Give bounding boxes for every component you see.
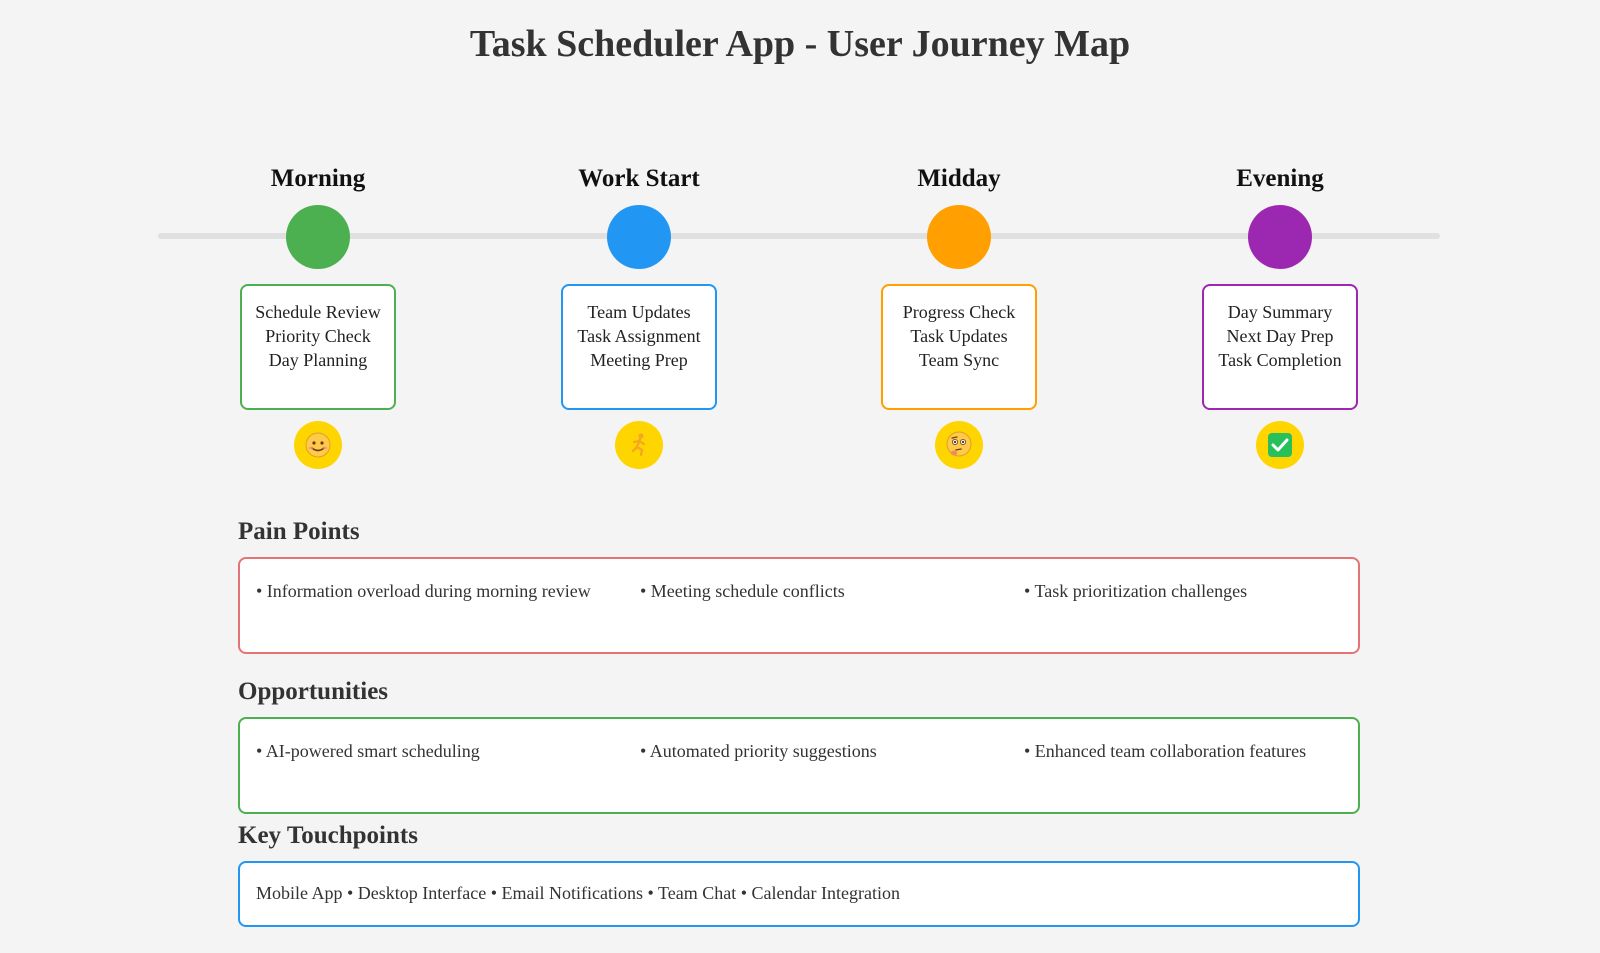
pain-points-heading: Pain Points: [238, 518, 360, 545]
thinking-face-icon: [935, 421, 983, 469]
stage-label: Work Start: [578, 165, 700, 192]
opportunity-item: • AI-powered smart scheduling: [256, 741, 480, 761]
activity-item: Priority Check: [265, 326, 371, 346]
stage-marker: [607, 205, 671, 269]
activity-item: Day Planning: [268, 350, 368, 370]
pain-point-item: • Task prioritization challenges: [1024, 581, 1248, 601]
pain-point-item: • Information overload during morning re…: [256, 581, 591, 601]
stage-activities: Team Updates Task Assignment Meeting Pre…: [561, 284, 717, 410]
activity-item: Next Day Prep: [1226, 326, 1334, 346]
activity-item: Task Completion: [1218, 350, 1342, 370]
activity-item: Day Summary: [1227, 302, 1333, 322]
opportunity-item: • Enhanced team collaboration features: [1024, 741, 1307, 761]
stage-activities: Schedule Review Priority Check Day Plann…: [240, 284, 396, 410]
stage-marker: [927, 205, 991, 269]
opportunities-heading: Opportunities: [238, 678, 389, 705]
stage-activities: Progress Check Task Updates Team Sync: [881, 284, 1037, 410]
page-title: Task Scheduler App - User Journey Map: [469, 23, 1131, 65]
activity-item: Progress Check: [902, 302, 1016, 322]
activity-item: Schedule Review: [255, 302, 381, 322]
opportunity-item: • Automated priority suggestions: [640, 741, 877, 761]
smiling-face-icon: [294, 421, 342, 469]
touchpoints-heading: Key Touchpoints: [238, 822, 418, 849]
pain-point-item: • Meeting schedule conflicts: [640, 581, 845, 601]
running-person-icon: [615, 421, 663, 469]
stage-activities: Day Summary Next Day Prep Task Completio…: [1202, 284, 1358, 410]
touchpoints-list: Mobile App • Desktop Interface • Email N…: [256, 883, 900, 903]
activity-item: Meeting Prep: [590, 350, 688, 370]
opportunities-box: • AI-powered smart scheduling • Automate…: [238, 717, 1360, 814]
stage-label: Midday: [917, 165, 1001, 192]
activity-item: Team Sync: [918, 350, 1000, 370]
stage-label: Evening: [1236, 165, 1324, 192]
activity-item: Task Updates: [910, 326, 1008, 346]
activity-item: Task Assignment: [577, 326, 701, 346]
activity-item: Team Updates: [587, 302, 691, 322]
touchpoints-box: Mobile App • Desktop Interface • Email N…: [238, 861, 1360, 927]
stage-marker: [286, 205, 350, 269]
pain-points-box: • Information overload during morning re…: [238, 557, 1360, 654]
stage-label: Morning: [270, 165, 366, 192]
check-mark-icon: [1256, 421, 1304, 469]
stage-marker: [1248, 205, 1312, 269]
timeline-line: [158, 233, 1440, 239]
